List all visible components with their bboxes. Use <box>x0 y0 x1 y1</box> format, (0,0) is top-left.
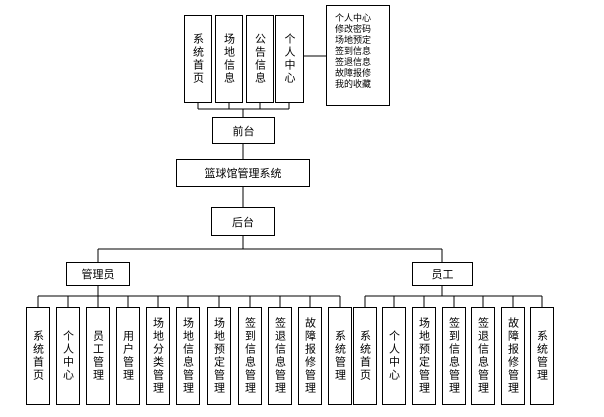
admin-module-label: 个人中心 <box>61 330 75 382</box>
admin-module-label: 系统管理 <box>333 330 347 382</box>
personal-center-item: 修改密码 <box>335 25 372 35</box>
personal-center-item: 故障报修 <box>335 69 372 79</box>
admin-module-label: 故障报修管理 <box>303 317 317 395</box>
staff-module-label: 签到信息管理 <box>447 317 461 395</box>
admin-module-label: 场地信息管理 <box>181 317 195 395</box>
staff-module-system-mgmt: 系统管理 <box>530 307 554 405</box>
admin-node: 管理员 <box>66 262 130 286</box>
admin-module-staff-mgmt: 员工管理 <box>86 307 110 405</box>
admin-module-fault-report: 故障报修管理 <box>298 307 322 405</box>
admin-module-personal-center: 个人中心 <box>56 307 80 405</box>
staff-module-fault-report: 故障报修管理 <box>501 307 525 405</box>
staff-module-label: 个人中心 <box>387 330 401 382</box>
personal-center-item: 我的收藏 <box>335 80 372 90</box>
personal-center-item: 场地预定 <box>335 36 372 46</box>
staff-label: 员工 <box>431 268 454 281</box>
backend-label: 后台 <box>232 215 254 229</box>
admin-module-venue-info: 场地信息管理 <box>176 307 200 405</box>
admin-module-label: 员工管理 <box>91 330 105 382</box>
staff-module-label: 系统管理 <box>535 330 549 382</box>
front-module-home: 系统首页 <box>184 15 212 103</box>
front-module-label: 公告信息 <box>253 33 267 85</box>
front-module-announcements: 公告信息 <box>246 15 274 103</box>
admin-module-label: 用户管理 <box>121 330 135 382</box>
staff-module-label: 签退信息管理 <box>476 317 490 395</box>
admin-module-label: 签到信息管理 <box>243 317 257 395</box>
front-module-personal-center: 个人中心 <box>275 15 304 103</box>
admin-module-label: 签退信息管理 <box>273 317 287 395</box>
personal-center-detail-box: 个人中心 修改密码 场地预定 签到信息 签退信息 故障报修 我的收藏 <box>326 5 390 106</box>
system-title: 篮球馆管理系统 <box>204 167 282 180</box>
admin-module-user-mgmt: 用户管理 <box>116 307 140 405</box>
staff-module-check-out: 签退信息管理 <box>471 307 495 405</box>
personal-center-item: 个人中心 <box>335 14 372 24</box>
admin-module-label: 场地分类管理 <box>151 317 165 395</box>
front-module-label: 系统首页 <box>191 33 205 85</box>
admin-module-check-out: 签退信息管理 <box>268 307 292 405</box>
personal-center-item: 签退信息 <box>335 58 372 68</box>
front-module-venue-info: 场地信息 <box>215 15 243 103</box>
admin-module-label: 场地预定管理 <box>212 317 226 395</box>
frontend-label: 前台 <box>232 124 255 138</box>
admin-module-check-in: 签到信息管理 <box>238 307 262 405</box>
staff-module-label: 故障报修管理 <box>506 317 520 395</box>
staff-module-label: 系统首页 <box>358 330 372 382</box>
admin-module-system-mgmt: 系统管理 <box>328 307 352 405</box>
backend-node: 后台 <box>211 207 275 236</box>
staff-node: 员工 <box>412 262 473 286</box>
staff-module-personal-center: 个人中心 <box>382 307 406 405</box>
frontend-node: 前台 <box>212 117 275 144</box>
front-module-label: 个人中心 <box>283 33 296 85</box>
admin-label: 管理员 <box>81 268 115 281</box>
admin-module-label: 系统首页 <box>31 330 45 382</box>
staff-module-check-in: 签到信息管理 <box>442 307 466 405</box>
personal-center-item: 签到信息 <box>335 47 372 57</box>
staff-module-home: 系统首页 <box>353 307 377 405</box>
admin-module-venue-category: 场地分类管理 <box>146 307 170 405</box>
staff-module-label: 场地预定管理 <box>417 317 431 395</box>
front-module-label: 场地信息 <box>222 33 236 85</box>
system-root-node: 篮球馆管理系统 <box>176 159 310 187</box>
staff-module-venue-booking: 场地预定管理 <box>412 307 436 405</box>
admin-module-home: 系统首页 <box>26 307 50 405</box>
admin-module-venue-booking: 场地预定管理 <box>207 307 231 405</box>
